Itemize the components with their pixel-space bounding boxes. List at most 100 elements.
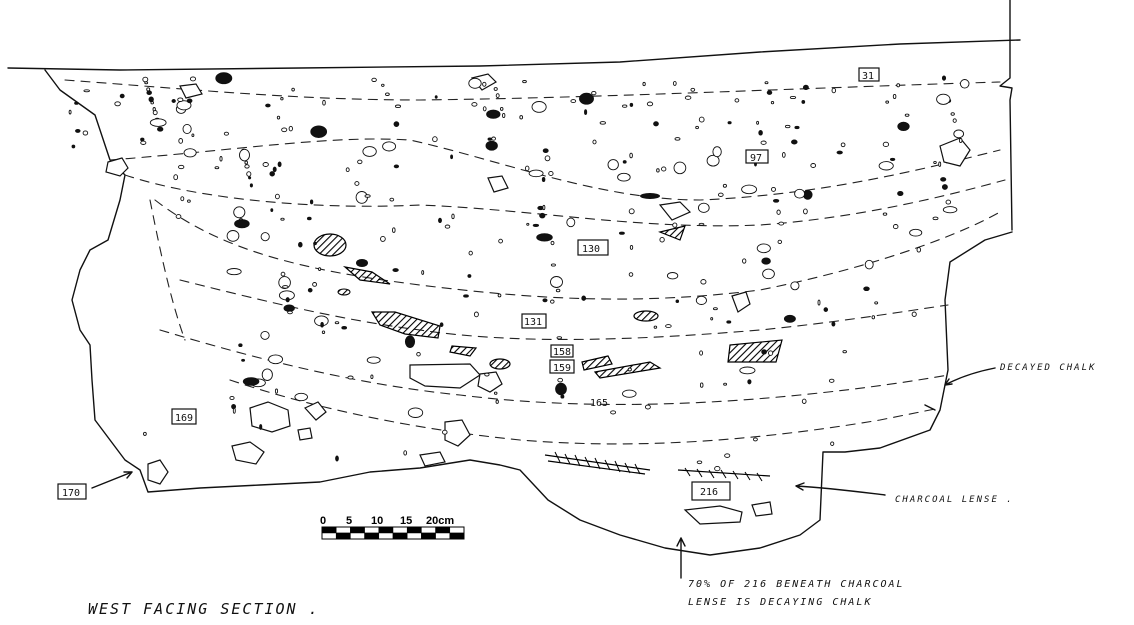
context-label-text: 216 [700, 487, 718, 498]
pebble [629, 244, 634, 250]
pebble [700, 279, 707, 285]
interface-dashed-1 [64, 79, 1001, 101]
scale-cell [406, 526, 422, 534]
scale-cell [406, 532, 422, 540]
context-label-text: 158 [553, 347, 571, 358]
pebble [622, 104, 628, 108]
pebble [783, 314, 796, 323]
pebble [274, 388, 279, 394]
pebble [175, 214, 182, 219]
pebble [178, 164, 185, 170]
context-label-text: 131 [524, 317, 542, 328]
pebble [697, 202, 710, 213]
scale-tick-label: 15 [400, 515, 412, 527]
pebble [579, 92, 594, 105]
charcoal-lens [633, 310, 659, 322]
pebble [280, 271, 286, 277]
pebble [442, 429, 448, 435]
pebble [215, 72, 233, 85]
pebble [260, 330, 270, 340]
pebble [357, 159, 363, 165]
pebble [497, 293, 502, 298]
pebble [495, 93, 500, 98]
leader-charcoal-lense [795, 482, 886, 496]
pebble [150, 101, 154, 105]
pebble [370, 374, 374, 379]
pebble [842, 350, 847, 354]
pebble [280, 97, 284, 101]
pebble [727, 121, 732, 125]
pebble [280, 217, 285, 221]
pebble [223, 131, 229, 136]
pebble [421, 270, 425, 275]
scale-cell [335, 532, 351, 540]
pebble [291, 87, 295, 92]
pebble [407, 407, 424, 418]
pebble [450, 154, 454, 160]
pebble [761, 349, 767, 355]
pebble [140, 140, 147, 145]
pebble [684, 95, 692, 100]
pebble [936, 93, 951, 105]
pebble [143, 431, 147, 436]
pebble [539, 212, 546, 219]
pebble [114, 101, 121, 107]
pebble [189, 76, 197, 82]
pebble [542, 148, 549, 154]
pebble [493, 87, 498, 91]
pebble [265, 103, 271, 108]
pebble [403, 450, 408, 456]
interface-dashed-6 [159, 329, 949, 405]
pebble [896, 83, 901, 88]
pebble [260, 232, 270, 242]
context-label-text: 130 [582, 244, 600, 255]
scale-cell [435, 526, 451, 534]
pebble [778, 221, 785, 226]
pebble [784, 124, 791, 129]
pebble [187, 199, 191, 203]
pebble [177, 97, 184, 102]
pebble [393, 164, 400, 169]
scale-tick-label: 0 [320, 515, 326, 527]
pebble [672, 80, 677, 86]
pebble [542, 298, 548, 303]
pebble [451, 213, 455, 220]
pebble [892, 93, 897, 100]
pebble [756, 243, 771, 254]
pebble [897, 121, 910, 132]
context-label-170: 170 [57, 483, 87, 500]
pebble [528, 169, 544, 178]
pebble [722, 183, 727, 188]
pebble [790, 281, 800, 291]
pebble [306, 216, 312, 221]
pebble [892, 224, 899, 230]
pebble [592, 139, 597, 145]
note-line-2: LENSE IS DECAYING CHALK [688, 597, 872, 608]
pebble [283, 304, 295, 312]
pebble [241, 358, 246, 362]
pebble [270, 208, 274, 212]
pebble [610, 410, 617, 415]
pebble [938, 161, 942, 167]
pebble [742, 258, 747, 264]
interface-dashed-left [149, 199, 186, 341]
pebble [544, 155, 551, 162]
pebble [723, 382, 728, 386]
ground-surface-line [7, 39, 1021, 71]
pebble [761, 257, 771, 265]
pebble [484, 372, 490, 377]
pebble [698, 222, 705, 226]
pebble [764, 81, 769, 85]
charcoal-lense-band [544, 454, 771, 477]
pebble [747, 379, 752, 385]
pebble [672, 222, 678, 228]
pebble [186, 98, 193, 104]
pebble [71, 144, 76, 149]
leader-170 [91, 471, 133, 489]
pebble [629, 102, 634, 107]
pebble [836, 150, 843, 155]
pebble [646, 101, 654, 107]
context-label-text: 159 [553, 363, 571, 374]
pebble [665, 324, 672, 329]
pebble [68, 109, 72, 115]
